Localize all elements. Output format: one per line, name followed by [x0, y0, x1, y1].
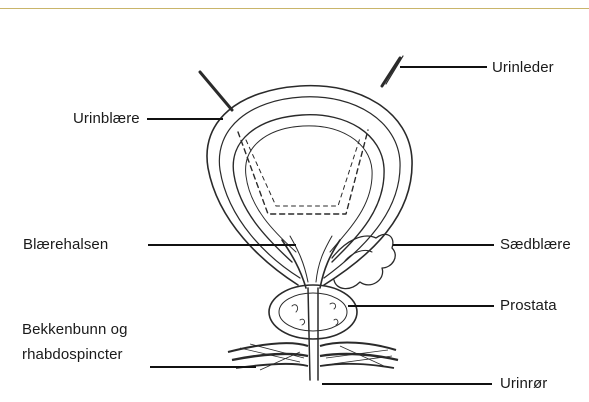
left-ureter	[200, 72, 232, 110]
label-bekkenbunn-line1: Bekkenbunn og	[22, 321, 128, 339]
right-ureter	[382, 58, 400, 86]
label-bekkenbunn-line2: rhabdospincter	[22, 346, 123, 364]
label-saedblaere: Sædblære	[500, 236, 571, 254]
label-urinblaere: Urinblære	[73, 110, 140, 128]
seminal-vesicle	[332, 234, 395, 288]
label-blaerehalsen: Blærehalsen	[23, 236, 108, 254]
label-prostata: Prostata	[500, 297, 557, 315]
label-urinleder: Urinleder	[492, 59, 554, 77]
urethra	[308, 288, 310, 380]
label-urinror: Urinrør	[500, 375, 547, 393]
pelvic-floor	[228, 343, 398, 370]
bladder-outer-wall	[207, 86, 412, 285]
bladder-inner-wall	[233, 115, 384, 262]
